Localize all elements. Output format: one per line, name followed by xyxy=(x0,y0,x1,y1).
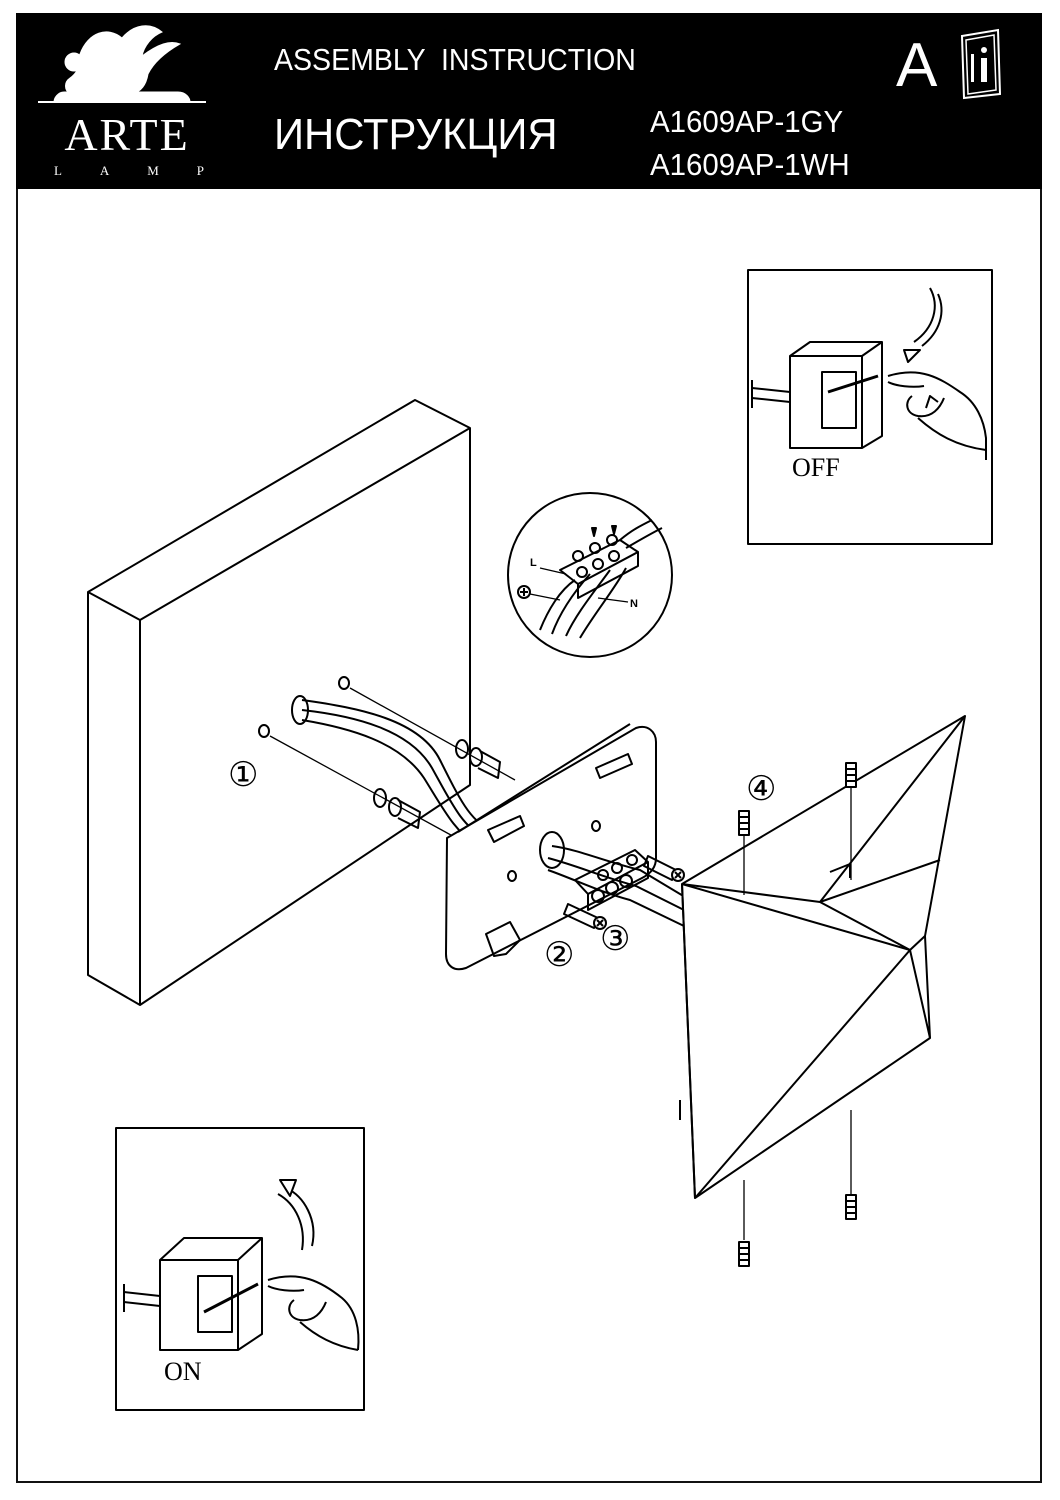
info-book-icon xyxy=(960,28,1002,100)
switch-off-inset xyxy=(747,269,993,545)
brand-sub-letter: M xyxy=(147,163,159,178)
title-russian: ИНСТРУКЦИЯ xyxy=(274,110,558,159)
screw-lower xyxy=(563,903,607,930)
wall-cable xyxy=(291,695,491,847)
step-1-marker: ① xyxy=(228,757,258,794)
terminal-block xyxy=(547,845,691,927)
model-number: A1609AP-1WH xyxy=(650,147,850,182)
title-english: ASSEMBLY INSTRUCTION xyxy=(274,42,636,77)
set-screw-bottom-left xyxy=(738,1180,750,1267)
step-4-marker: ④ xyxy=(746,771,776,808)
brand-sub-letter: L xyxy=(54,163,62,178)
wiring-detail-callout xyxy=(507,492,673,658)
switch-on-label: ON xyxy=(164,1357,202,1386)
wall-block xyxy=(87,399,471,1006)
set-screw-top-right xyxy=(845,762,857,880)
brand-sub-letter: A xyxy=(99,163,110,178)
wire-label-live: L xyxy=(530,557,537,569)
wire-label-neutral: N xyxy=(630,598,638,610)
wall-plug-right xyxy=(338,676,516,781)
screw-upper xyxy=(643,855,685,882)
set-screw-top-left xyxy=(738,810,750,895)
step-2-marker: ② xyxy=(544,937,574,974)
switch-on-inset xyxy=(115,1127,365,1411)
lion-logo-icon xyxy=(38,25,206,103)
section-letter: A xyxy=(896,31,938,100)
brand-name: ARTE xyxy=(64,109,190,160)
model-number: A1609AP-1GY xyxy=(650,104,844,139)
brand-sub-letter: P xyxy=(196,163,204,178)
brand-subtitle: L A M P xyxy=(54,163,204,179)
wall-plug-left xyxy=(258,724,461,841)
switch-off-label: OFF xyxy=(792,453,840,482)
lamp-shade xyxy=(679,715,966,1199)
set-screw-bottom-right xyxy=(845,1110,857,1220)
step-3-marker: ③ xyxy=(600,921,630,958)
